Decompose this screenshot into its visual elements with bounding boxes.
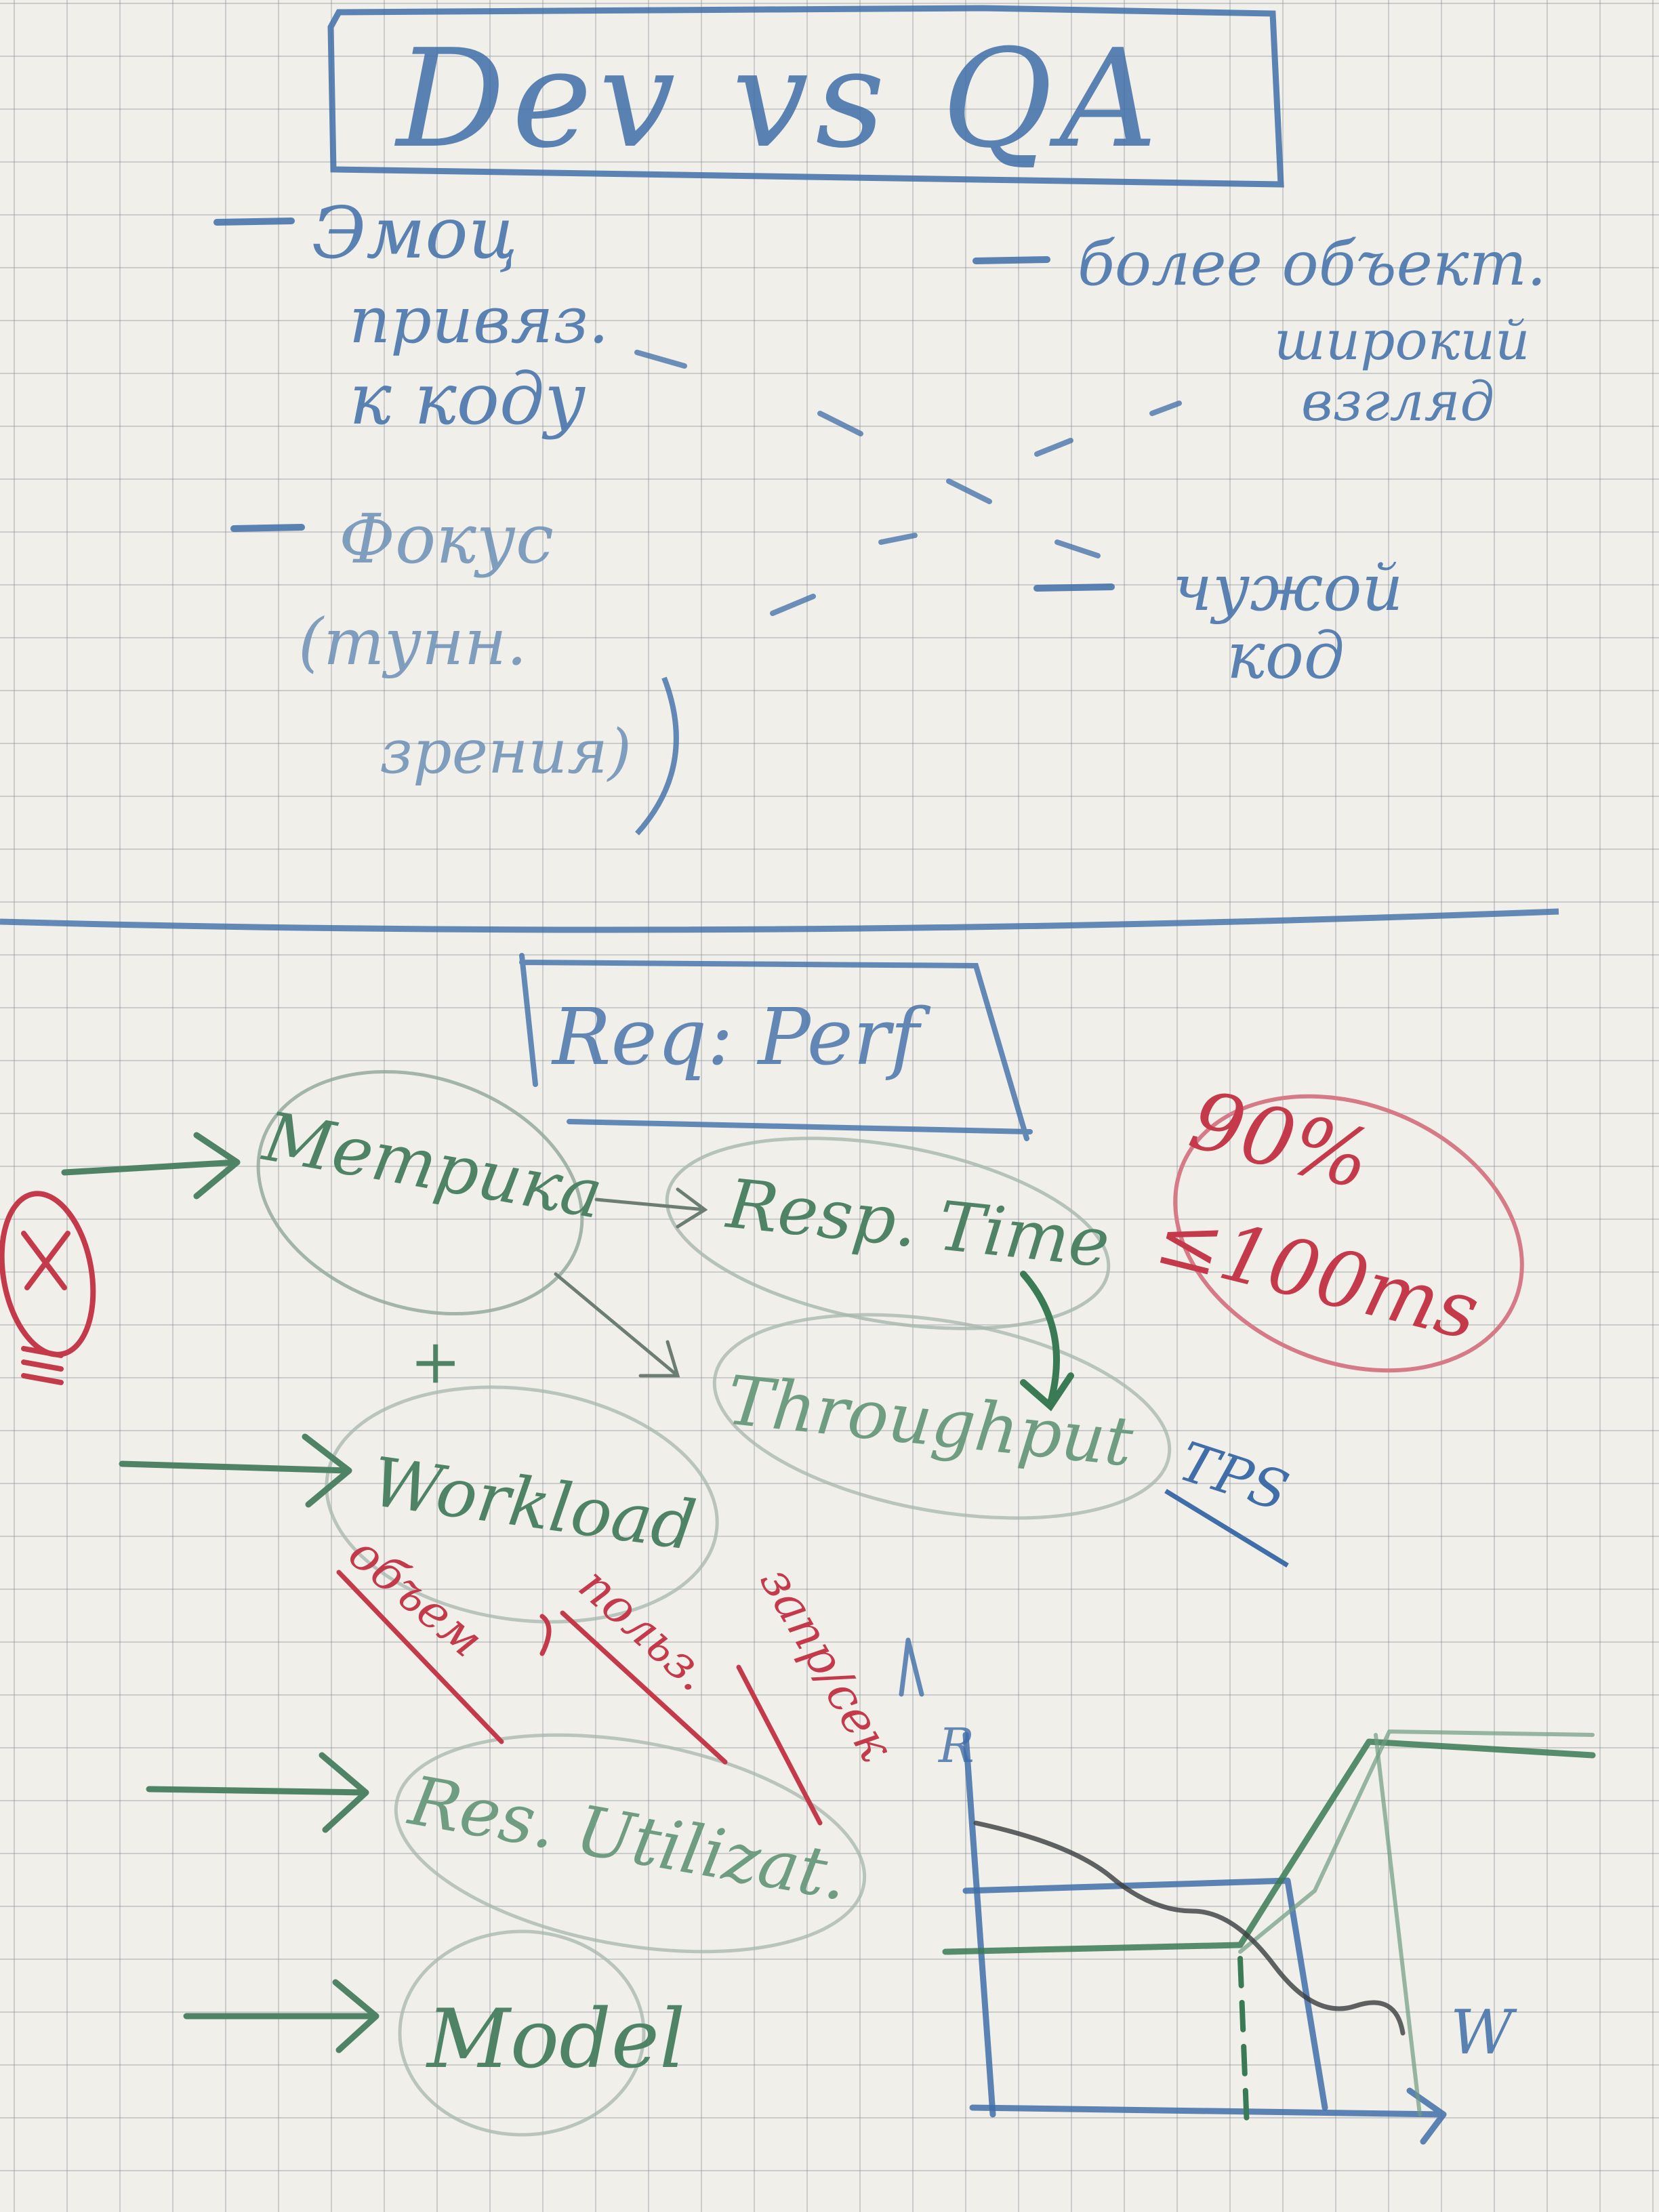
target-percent: 90% (1181, 1073, 1379, 1208)
resp-time-label: Resp. Time (722, 1164, 1113, 1283)
note-wide: широкий (1274, 309, 1530, 372)
note-emotion: Эмоц (312, 192, 518, 274)
note-foreign: чужой (1172, 551, 1404, 626)
graph-y-axis (962, 1732, 996, 2118)
workload-label: Workload (367, 1442, 701, 1566)
header-box (519, 953, 1033, 1141)
eye-mark (0, 1191, 96, 1385)
target-limit: ≤100ms (1147, 1191, 1488, 1358)
note-view: взгляд (1301, 370, 1494, 433)
dash-marks (213, 218, 1115, 592)
note-to-code: к коду (349, 358, 586, 441)
graph-response-curve (973, 1820, 1406, 2036)
note-users: польз. (569, 1557, 722, 1702)
note-focus: Фокус (339, 499, 554, 579)
throughput-ellipse (712, 1313, 1172, 1520)
tps-label: TPS (1172, 1430, 1296, 1524)
resp-throughput-arrow (1020, 1271, 1074, 1412)
note-req-sec: запр/сек (749, 1557, 904, 1771)
section-divider (0, 908, 1559, 933)
graph-x-label: W (1450, 1997, 1517, 2068)
note-vision: зрения) (380, 716, 632, 787)
graph-x-axis (969, 2087, 1447, 2145)
thin-arrows (554, 1187, 708, 1378)
model-ellipse (398, 1929, 646, 2137)
bracket-right (635, 676, 679, 836)
target-ellipse (1173, 1094, 1524, 1373)
tps-underline (1164, 1489, 1289, 1568)
note-objective: более объект. (1078, 228, 1547, 300)
title-box (327, 5, 1284, 188)
resp-time-ellipse (665, 1136, 1111, 1330)
green-arrows (61, 1132, 380, 2053)
dashed-cross (634, 350, 1182, 616)
note-code: код (1227, 619, 1345, 693)
red-brackets (336, 1570, 823, 1826)
res-util-ellipse (394, 1733, 867, 1954)
note-tunnel: (тунн. (298, 605, 527, 680)
res-util-label: Res. Utilizat. (403, 1761, 854, 1916)
header-text: Req: Perf (551, 992, 931, 1083)
graph-y-label: R (937, 1718, 975, 1774)
title-text: Dev vs QA (394, 20, 1164, 178)
metric-ellipse (256, 1069, 584, 1316)
note-attach: привяз. (349, 283, 609, 358)
workload-ellipse (325, 1385, 719, 1624)
model-label: Model (426, 1992, 685, 2087)
graph (899, 1637, 1596, 2145)
plus-sign: + (410, 1326, 461, 1397)
metric-label: Метрика (257, 1097, 609, 1234)
